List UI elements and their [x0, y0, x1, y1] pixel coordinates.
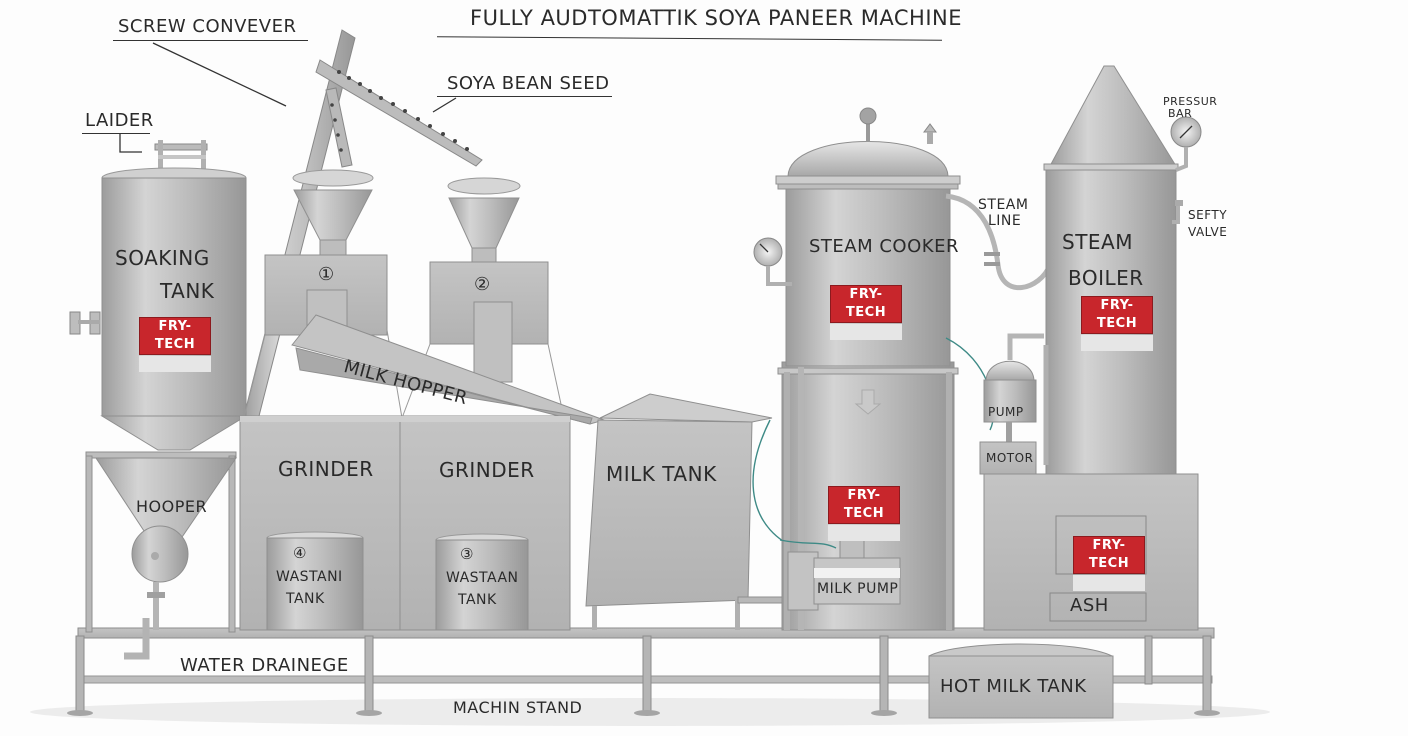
brand-logo-fineprint [1073, 575, 1145, 591]
label-soaking-tank-line2: TANK [160, 279, 215, 303]
label-milk-pump: MILK PUMP [817, 581, 899, 597]
underline-screw-conveyor [113, 40, 308, 41]
waste-tank-1-number: ④ [293, 544, 307, 562]
label-waste-tank-1-line2: TANK [286, 591, 325, 607]
label-steam-cooker: STEAM COOKER [809, 236, 959, 257]
brand-logo-text: FRY-TECH [828, 486, 900, 524]
label-hot-milk-tank: HOT MILK TANK [940, 676, 1087, 697]
milk-tank [585, 393, 801, 630]
label-waste-tank-2-line1: WASTAAN [446, 570, 519, 586]
feeder-1 [264, 169, 388, 336]
waste-tank-2 [435, 533, 529, 631]
hot-milk-tank [928, 643, 1114, 719]
label-steam-boiler-line2: BOILER [1068, 266, 1144, 290]
label-milk-tank: MILK TANK [606, 462, 717, 486]
label-soya-bean-seed: SOYA BEAN SEED [447, 73, 610, 94]
label-steam-line-line2: LINE [988, 213, 1022, 229]
feeder-1-number: ① [318, 264, 335, 285]
brand-logo-text: FRY-TECH [1073, 536, 1145, 574]
label-pressure-bar-line1: PRESSUR [1163, 95, 1218, 108]
label-waste-tank-2-line2: TANK [458, 592, 497, 608]
label-motor: MOTOR [986, 451, 1034, 465]
machine-stand [67, 627, 1220, 716]
underline-soya-bean-seed [437, 96, 612, 97]
feeder-2 [429, 177, 549, 383]
brand-logo-text: FRY-TECH [1081, 296, 1153, 334]
label-safety-valve-line2: VALVE [1188, 225, 1228, 239]
milk-pump-unit [779, 539, 901, 611]
callout-lines [119, 42, 457, 153]
label-soaking-tank-line1: SOAKING [115, 246, 210, 270]
label-grinder-2: GRINDER [439, 458, 535, 482]
brand-logo-text: FRY-TECH [830, 285, 902, 323]
label-safety-valve-line1: SEFTY [1188, 208, 1228, 222]
label-water-drainage: WATER DRAINEGE [180, 655, 349, 676]
label-machine-stand: MACHIN STAND [453, 698, 583, 717]
brand-logo-fineprint [830, 324, 902, 340]
label-steam-boiler-line1: STEAM [1062, 230, 1133, 254]
brand-logo-steam-boiler: FRY-TECH [1081, 296, 1153, 351]
label-ladder: LAIDER [85, 110, 154, 131]
label-pressure-bar-line2: BAR [1168, 107, 1193, 120]
brand-logo-steam-cooker: FRY-TECH [830, 285, 902, 340]
hopper-unit [85, 451, 237, 660]
brand-logo-soaking-tank: FRY-TECH [139, 317, 211, 372]
label-waste-tank-1-line1: WASTANI [276, 569, 343, 585]
label-ash: ASH [1070, 595, 1109, 616]
diagram-title: FULLY AUDTOMATTIK SOYA PANEER MACHINE [470, 6, 962, 30]
waste-tank-1 [266, 531, 364, 631]
brand-logo-text: FRY-TECH [139, 317, 211, 355]
label-hopper: HOOPER [136, 497, 208, 516]
label-pump: PUMP [988, 405, 1024, 419]
underline-ladder [82, 133, 150, 134]
label-steam-line-line1: STEAM [978, 197, 1029, 213]
feeder-2-number: ② [474, 274, 491, 295]
soaking-tank [69, 140, 248, 451]
brand-logo-fineprint [828, 525, 900, 541]
brand-logo-fineprint [139, 356, 211, 372]
label-screw-conveyor: SCREW CONVEVER [118, 16, 297, 37]
label-grinder-1: GRINDER [278, 457, 374, 481]
brand-logo-firebox: FRY-TECH [1073, 536, 1145, 591]
steam-boiler [979, 65, 1202, 631]
brand-logo-fineprint [1081, 335, 1153, 351]
brand-logo-steam-cooker-lower: FRY-TECH [828, 486, 900, 541]
waste-tank-2-number: ③ [460, 545, 474, 563]
